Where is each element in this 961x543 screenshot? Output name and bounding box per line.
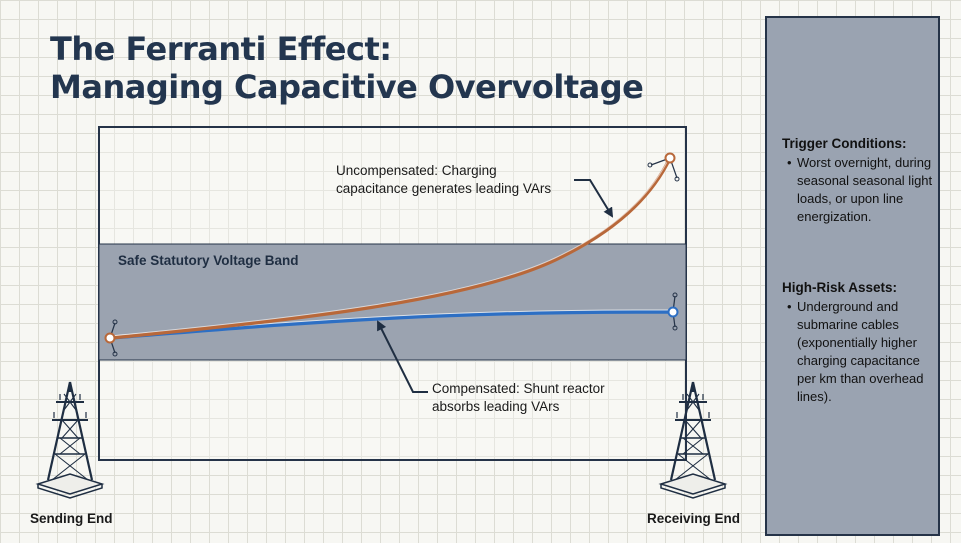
sending-end-label: Sending End bbox=[30, 511, 113, 526]
uncompensated-end-node bbox=[647, 152, 680, 182]
annotation-line: capacitance generates leading VArs bbox=[336, 181, 552, 196]
receiving-end-label: Receiving End bbox=[647, 511, 741, 526]
info-sidebar bbox=[765, 16, 940, 536]
start-node bbox=[104, 319, 118, 357]
page-title: The Ferranti Effect: Managing Capacitive… bbox=[50, 30, 644, 106]
annotation-line: Compensated: Shunt reactor bbox=[432, 381, 605, 396]
compensated-annotation: Compensated: Shunt reactor absorbs leadi… bbox=[432, 380, 605, 416]
safe-band-label: Safe Statutory Voltage Band bbox=[118, 253, 299, 268]
arrow-icon bbox=[574, 179, 614, 218]
annotation-line: absorbs leading VArs bbox=[432, 399, 560, 414]
transmission-tower-icon bbox=[36, 380, 104, 500]
uncompensated-annotation: Uncompensated: Charging capacitance gene… bbox=[336, 162, 551, 198]
trigger-list: Worst overnight, during seasonal seasona… bbox=[782, 154, 942, 226]
list-item: Worst overnight, during seasonal seasona… bbox=[787, 154, 942, 226]
compensated-end-node bbox=[667, 292, 679, 331]
arrow-icon bbox=[377, 320, 428, 393]
title-line-2: Managing Capacitive Overvoltage bbox=[50, 68, 644, 106]
trigger-conditions-section: Trigger Conditions: Worst overnight, dur… bbox=[782, 135, 942, 226]
title-line-1: The Ferranti Effect: bbox=[50, 30, 392, 68]
annotation-line: Uncompensated: Charging bbox=[336, 163, 497, 178]
risk-list: Underground and submarine cables (expone… bbox=[782, 298, 942, 406]
high-risk-assets-section: High-Risk Assets: Underground and submar… bbox=[782, 279, 942, 406]
uncompensated-curve bbox=[108, 156, 672, 340]
list-item: Underground and submarine cables (expone… bbox=[787, 298, 942, 406]
risk-heading: High-Risk Assets: bbox=[782, 280, 898, 295]
trigger-heading: Trigger Conditions: bbox=[782, 136, 907, 151]
uncompensated-curve-highlight bbox=[109, 155, 671, 337]
